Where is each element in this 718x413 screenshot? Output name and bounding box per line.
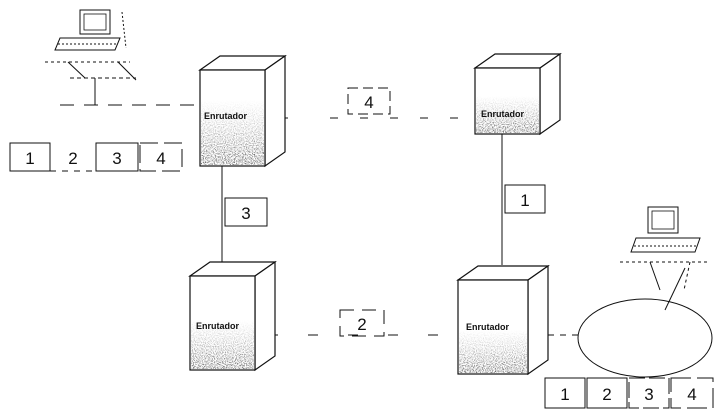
packet-number: 3 <box>241 204 250 223</box>
packet-number: 3 <box>644 385 653 404</box>
packet-number: 1 <box>520 191 529 210</box>
computer-top-left <box>45 10 136 80</box>
computer-bottom-right <box>620 207 710 290</box>
router-top-right: Enrutador <box>475 54 560 134</box>
packet-in-transit-3: 3 <box>225 198 267 226</box>
router-label: Enrutador <box>466 322 509 332</box>
packet-row-destination: 1 2 3 4 <box>545 378 713 408</box>
router-label: Enrutador <box>204 111 247 121</box>
network-links <box>60 78 685 335</box>
packet-number: 3 <box>112 149 121 168</box>
packet-number: 1 <box>25 149 34 168</box>
packet-in-transit-1: 1 <box>505 185 545 213</box>
router-top-left: Enrutador <box>200 56 285 166</box>
lan-ellipse <box>578 299 712 377</box>
packet-in-transit-2: 2 <box>340 310 384 336</box>
router-label: Enrutador <box>196 321 239 331</box>
router-label: Enrutador <box>481 109 524 119</box>
packet-in-transit-4: 4 <box>348 88 390 114</box>
packet-number: 2 <box>602 385 611 404</box>
packet-row-source: 1 2 3 4 <box>10 143 182 171</box>
packet-number: 2 <box>357 315 366 334</box>
packet-number: 4 <box>156 149 165 168</box>
router-bottom-left: Enrutador <box>190 262 275 370</box>
packet-number: 4 <box>687 385 696 404</box>
packet-number: 2 <box>68 149 77 168</box>
router-bottom-right: Enrutador <box>458 266 548 374</box>
packet-number: 1 <box>560 385 569 404</box>
packet-number: 4 <box>364 93 373 112</box>
